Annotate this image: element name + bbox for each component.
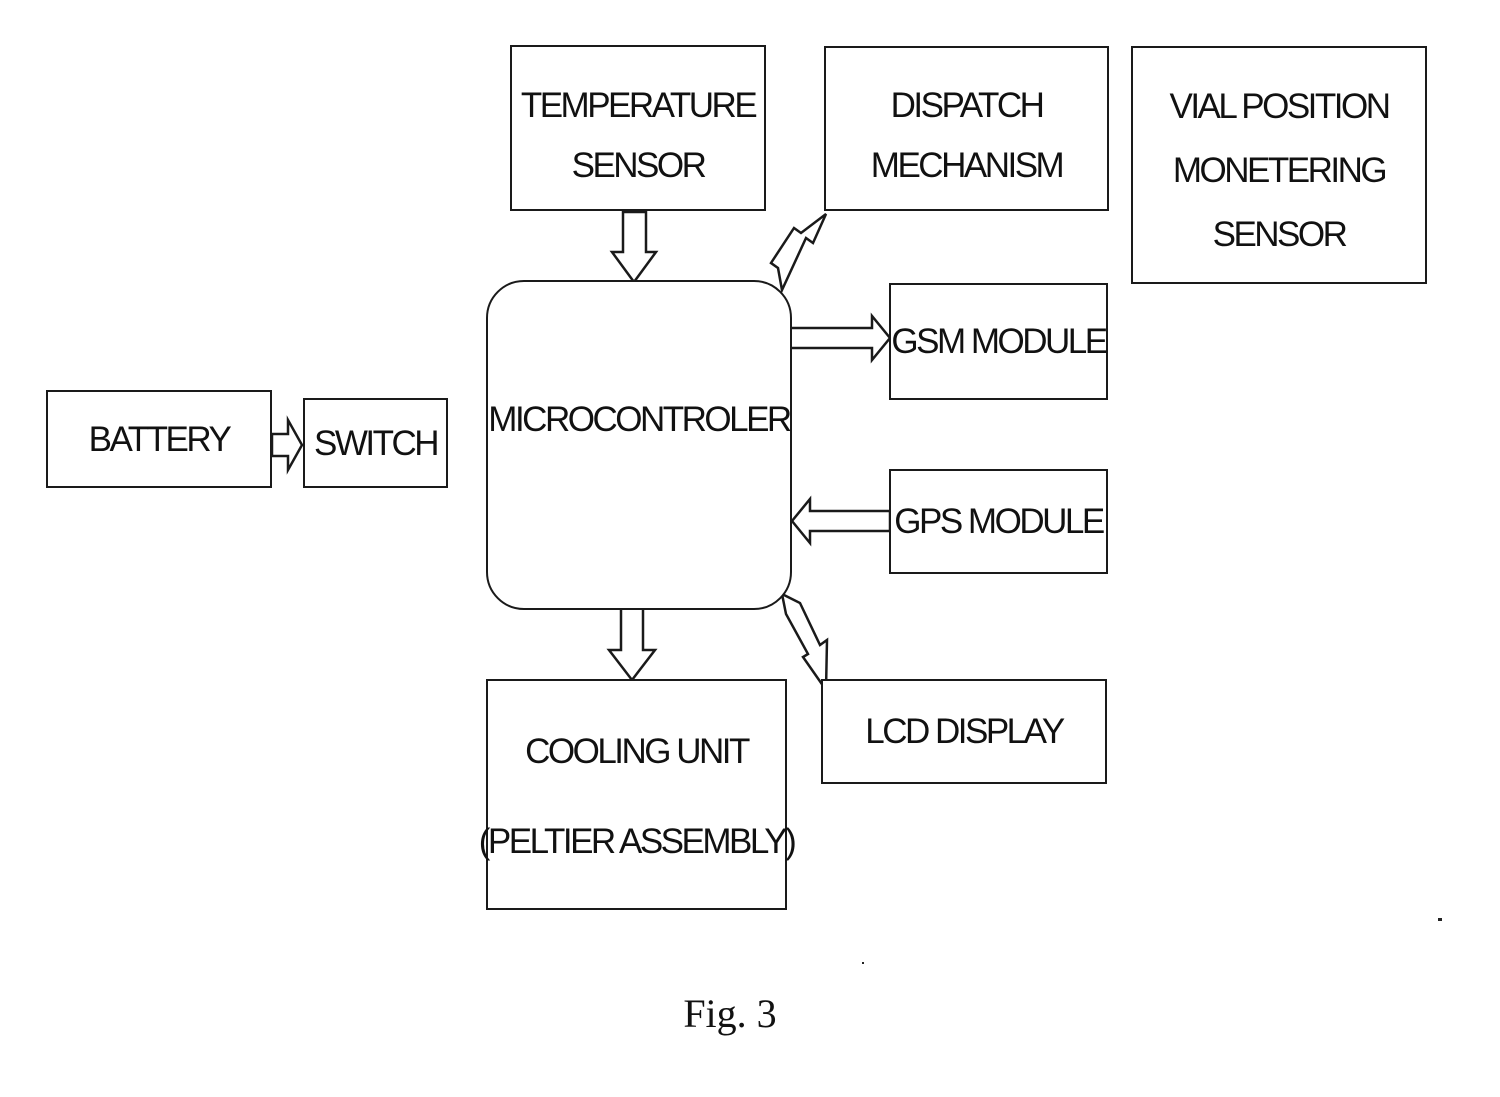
vial-position-sensor-block: VIAL POSITION MONETERING SENSOR: [1131, 46, 1427, 284]
arrow-microcontroller-to-gsm-module: [788, 312, 892, 364]
lcd-display-block: LCD DISPLAY: [821, 679, 1107, 784]
arrow-gps-module-to-microcontroller: [790, 495, 892, 547]
arrow-microcontroller-dispatch-mechanism: [769, 213, 828, 295]
temperature-sensor-block: TEMPERATURE SENSOR: [510, 45, 766, 211]
gps-module-block: GPS MODULE: [889, 469, 1108, 574]
cooling-unit-block: COOLING UNIT (PELTIER ASSEMBLY): [479, 679, 797, 910]
vial-position-sensor-label-line-2: MONETERING: [1172, 150, 1388, 190]
gsm-module-block: GSM MODULE: [889, 283, 1108, 400]
dispatch-mechanism-block: DISPATCH MECHANISM: [824, 46, 1109, 211]
lcd-display-label: LCD DISPLAY: [865, 712, 1065, 751]
figure-caption: Fig. 3: [683, 991, 777, 1036]
temperature-sensor-label-line-2: SENSOR: [571, 145, 707, 185]
switch-label: SWITCH: [313, 423, 440, 463]
microcontroller-block: MICROCONTROLER: [486, 280, 792, 610]
gps-module-label: GPS MODULE: [894, 502, 1105, 541]
scan-speck: [862, 962, 864, 964]
arrow-temperature-sensor-to-microcontroller: [609, 210, 659, 285]
battery-label: BATTERY: [88, 419, 232, 459]
dispatch-mechanism-label-line-2: MECHANISM: [870, 145, 1065, 185]
arrow-battery-to-switch: [270, 415, 304, 475]
arrow-microcontroller-to-lcd-display: [780, 591, 829, 694]
temperature-sensor-label-line-1: TEMPERATURE: [520, 85, 758, 125]
arrow-microcontroller-to-cooling-unit: [606, 606, 658, 683]
vial-position-sensor-label-line-1: VIAL POSITION: [1169, 86, 1391, 126]
switch-block: SWITCH: [303, 398, 448, 488]
cooling-unit-label-line-2: (PELTIER ASSEMBLY): [478, 821, 797, 861]
dispatch-mechanism-label-line-1: DISPATCH: [890, 86, 1045, 126]
gsm-module-label: GSM MODULE: [891, 322, 1108, 361]
vial-position-sensor-label-line-3: SENSOR: [1212, 214, 1348, 254]
battery-block: BATTERY: [46, 390, 272, 488]
microcontroller-label: MICROCONTROLER: [488, 400, 792, 439]
cooling-unit-label-line-1: COOLING UNIT: [525, 732, 750, 772]
scan-speck: [1438, 918, 1442, 921]
